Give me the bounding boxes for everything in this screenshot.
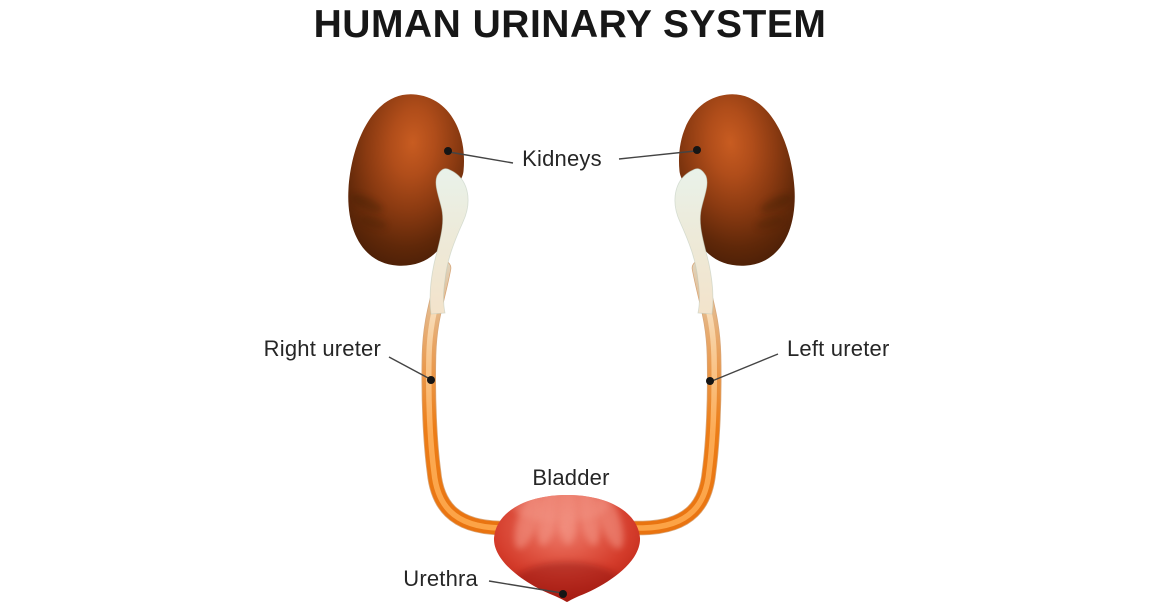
left-ureter-label: Left ureter (787, 336, 890, 361)
bladder-label: Bladder (532, 465, 610, 490)
pointer-dot (693, 146, 701, 154)
kidneys-pointer-line-left (448, 151, 514, 164)
left-ureter-pointer-line (711, 353, 779, 382)
kidneys-pointer-line-right (618, 150, 696, 160)
pointer-dot (444, 147, 452, 155)
pointer-dot (427, 376, 435, 384)
urethra-label: Urethra (403, 566, 478, 591)
pointer-dots (427, 146, 714, 598)
right-ureter-label: Right ureter (263, 336, 381, 361)
right-ureter-pointer-line (388, 356, 431, 380)
page-title: HUMAN URINARY SYSTEM (313, 3, 827, 46)
pointer-dot (559, 590, 567, 598)
kidneys-label: Kidneys (522, 146, 602, 171)
urethra-pointer-line (488, 580, 563, 594)
leader-lines (388, 150, 779, 594)
pointer-dot (706, 377, 714, 385)
